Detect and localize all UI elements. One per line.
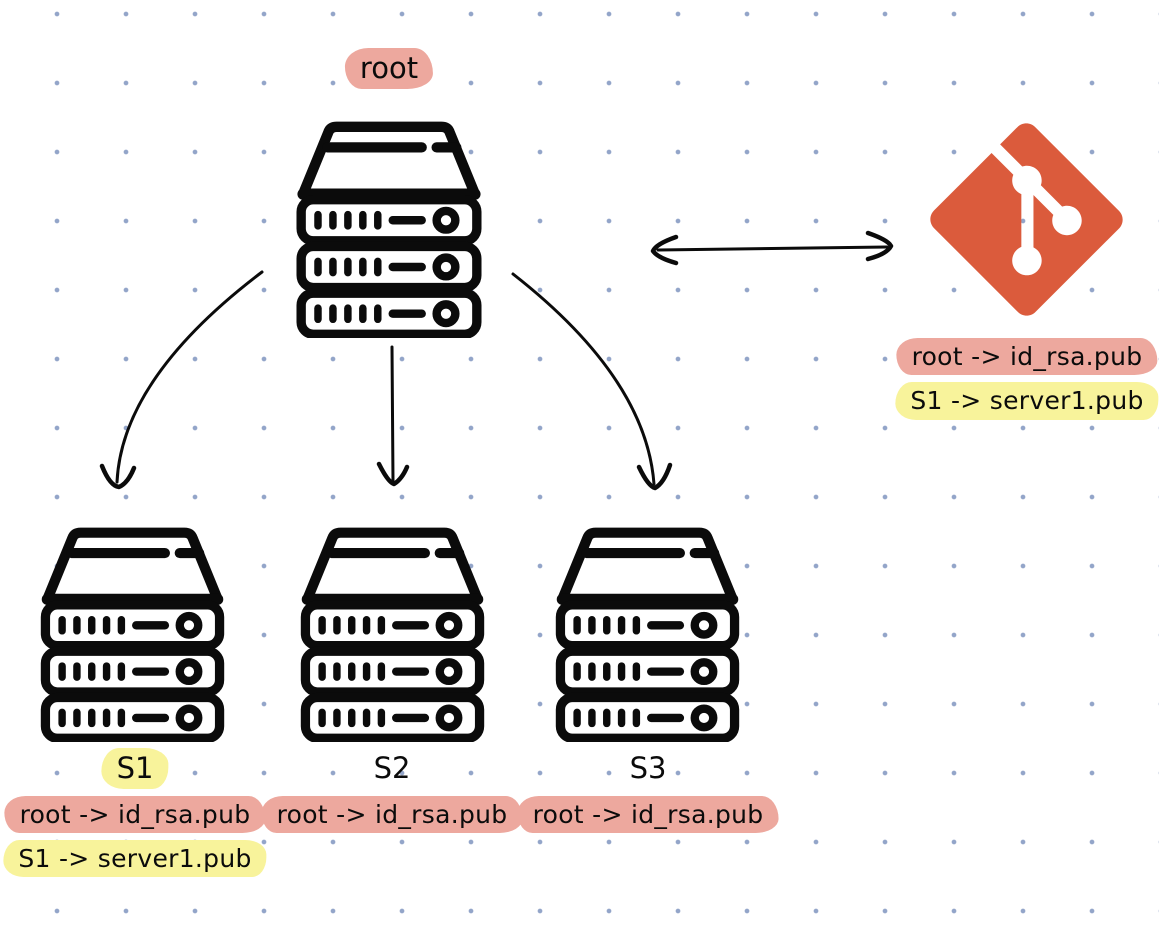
arrow-root-git-double	[650, 230, 894, 266]
server-name: S2	[373, 751, 411, 785]
s3-label-group: S3 root -> id_rsa.pub	[517, 748, 779, 834]
server-name: S1	[101, 748, 169, 789]
server-name: S3	[629, 751, 667, 785]
arrow-root-to-s1	[99, 270, 264, 490]
git-logo-icon	[925, 118, 1128, 321]
server-key: S1 -> server1.pub	[3, 840, 267, 878]
root-label: root	[344, 48, 434, 89]
server-key: root -> id_rsa.pub	[517, 795, 779, 834]
server-icon-root	[278, 110, 500, 338]
git-key: root -> id_rsa.pub	[896, 338, 1158, 376]
git-key-list: root -> id_rsa.pub S1 -> server1.pub	[895, 338, 1159, 420]
server-key: root -> id_rsa.pub	[4, 795, 266, 834]
arrow-root-to-s2	[376, 345, 410, 487]
s1-label-group: S1 root -> id_rsa.pub S1 -> server1.pub	[3, 748, 267, 878]
server-key: root -> id_rsa.pub	[261, 795, 523, 834]
server-icon-s1	[24, 516, 241, 742]
s2-label-group: S2 root -> id_rsa.pub	[261, 748, 523, 834]
server-icon-s2	[284, 516, 501, 742]
git-key: S1 -> server1.pub	[895, 382, 1159, 420]
arrow-root-to-s3	[511, 272, 673, 491]
server-icon-s3	[539, 516, 756, 742]
